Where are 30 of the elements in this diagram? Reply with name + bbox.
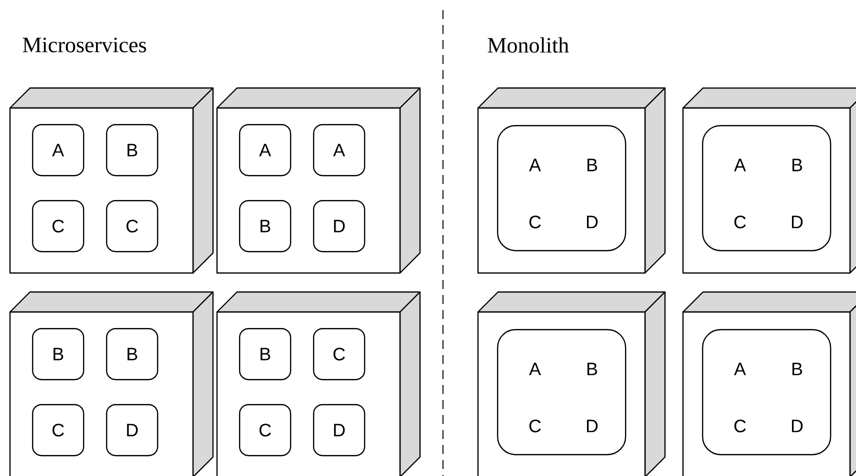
server-cube bbox=[682, 291, 856, 476]
service-box: B bbox=[106, 124, 158, 176]
module-box: A B C D bbox=[497, 125, 626, 252]
server-cube bbox=[682, 87, 856, 274]
server-cube bbox=[9, 87, 214, 274]
service-box: D bbox=[313, 200, 366, 252]
module-box: A B C D bbox=[702, 329, 832, 456]
server-cube bbox=[477, 291, 666, 476]
server-cube bbox=[216, 291, 421, 476]
service-box: D bbox=[106, 404, 158, 456]
server-cube bbox=[216, 87, 421, 274]
service-box: C bbox=[106, 200, 158, 252]
service-box: C bbox=[32, 200, 84, 252]
service-box: A bbox=[313, 124, 366, 176]
service-box: C bbox=[313, 328, 366, 380]
service-box: B bbox=[239, 200, 292, 252]
server-cube bbox=[9, 291, 214, 476]
service-box: B bbox=[239, 328, 292, 380]
service-box: A bbox=[239, 124, 292, 176]
service-box: B bbox=[106, 328, 158, 380]
service-box: D bbox=[313, 404, 366, 456]
service-box: B bbox=[32, 328, 84, 380]
heading: Microservices bbox=[22, 38, 146, 52]
heading: Monolith bbox=[488, 37, 569, 53]
server-cube bbox=[477, 87, 666, 274]
module-box: A B C D bbox=[702, 125, 832, 252]
service-box: A bbox=[32, 124, 84, 176]
module-box: A B C D bbox=[497, 329, 626, 456]
service-box: C bbox=[239, 404, 292, 456]
service-box: C bbox=[32, 404, 84, 456]
